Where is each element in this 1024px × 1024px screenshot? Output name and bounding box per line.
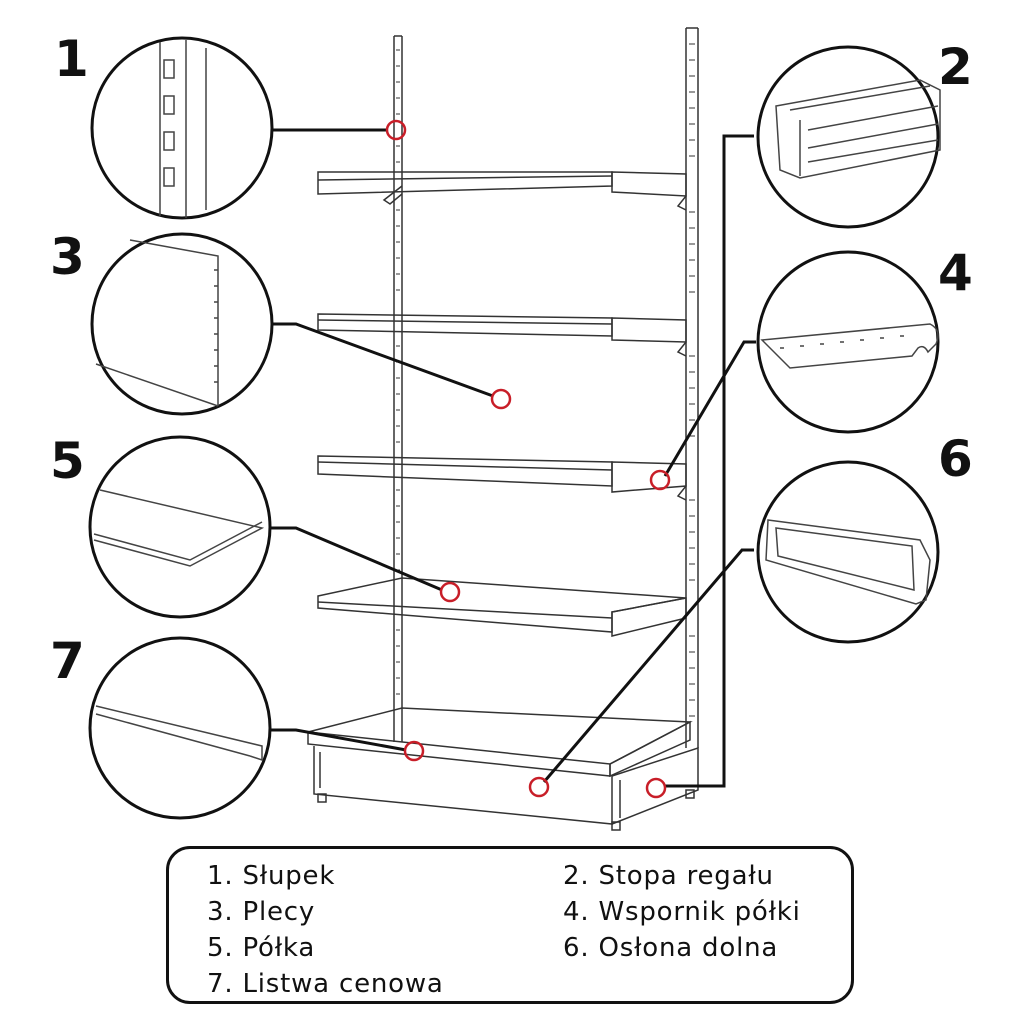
callout-line-6 <box>542 548 754 783</box>
callout-lines <box>270 128 756 788</box>
detail-circle-4 <box>756 250 940 434</box>
shelf-4 <box>317 577 687 637</box>
marker-3 <box>490 388 512 410</box>
base-unit <box>307 707 699 831</box>
callout-line-3 <box>270 322 494 398</box>
legend-item-7: 7. Listwa cenowa <box>207 969 444 999</box>
shelf-2 <box>317 313 687 357</box>
legend-item-5: 5. Półka <box>207 933 316 963</box>
legend-item-6: 6. Osłona dolna <box>563 933 779 963</box>
right-upright <box>685 27 699 748</box>
marker-4 <box>649 469 671 491</box>
callout-number-5: 5 <box>50 432 85 490</box>
legend-item-2: 2. Stopa regału <box>563 861 774 891</box>
marker-6 <box>528 776 550 798</box>
legend-box: 1. Słupek 3. Plecy 5. Półka 7. Listwa ce… <box>166 846 854 1004</box>
detail-circle-3 <box>90 232 274 416</box>
legend-item-4: 4. Wspornik półki <box>563 897 801 927</box>
detail-circle-5 <box>88 435 272 619</box>
marker-2 <box>645 777 667 799</box>
detail-circle-1 <box>90 36 274 220</box>
callout-line-2 <box>665 134 754 788</box>
callout-number-6: 6 <box>938 430 973 488</box>
marker-5 <box>439 581 461 603</box>
detail-circle-7 <box>88 636 272 820</box>
callout-line-5 <box>270 526 443 592</box>
shelving-unit <box>307 27 699 831</box>
callout-line-7 <box>270 728 407 752</box>
markers <box>385 119 671 799</box>
shelf-1 <box>317 171 687 211</box>
detail-circle-2 <box>756 45 941 229</box>
callout-number-4: 4 <box>938 244 973 302</box>
callout-number-2: 2 <box>938 38 973 96</box>
left-upright <box>393 35 403 742</box>
callout-number-1: 1 <box>54 30 89 88</box>
callout-number-7: 7 <box>50 632 85 690</box>
callout-line-4 <box>663 340 756 477</box>
detail-circle-6 <box>756 460 940 644</box>
legend-item-3: 3. Plecy <box>207 897 316 927</box>
marker-7 <box>403 740 425 762</box>
callout-number-3: 3 <box>50 228 85 286</box>
legend-item-1: 1. Słupek <box>207 861 336 891</box>
shelf-3 <box>317 455 687 501</box>
marker-1 <box>385 119 407 141</box>
